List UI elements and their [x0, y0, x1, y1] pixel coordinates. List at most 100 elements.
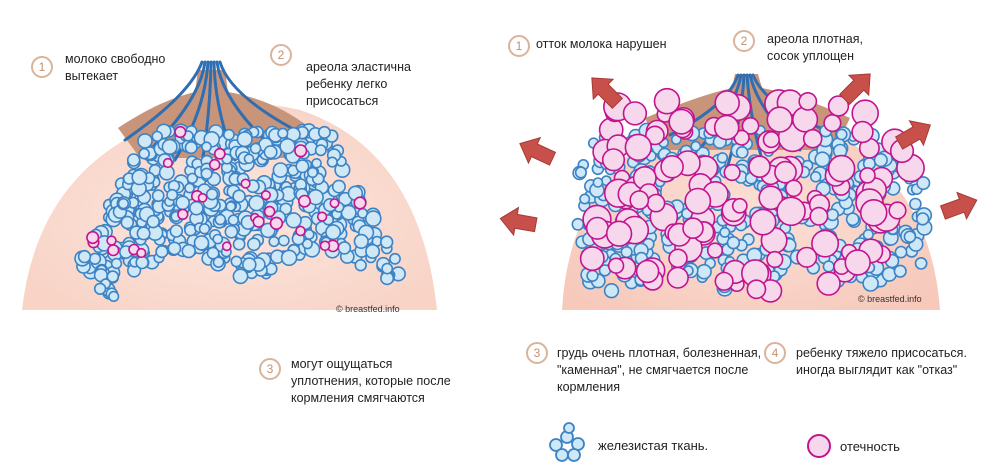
edema-alveolus: [713, 114, 740, 141]
gland-alveolus: [268, 236, 280, 248]
edema-alveolus: [607, 257, 625, 274]
gland-alveolus: [873, 153, 888, 168]
edema-alveolus: [629, 190, 650, 211]
legend-gland-label: железистая ткань.: [598, 438, 709, 453]
edema-alveolus: [605, 220, 633, 247]
right-edema-tissue: [579, 87, 925, 303]
gland-alveolus: [303, 228, 315, 240]
gland-alveolus: [246, 237, 261, 252]
gland-alveolus: [263, 145, 278, 160]
gland-alveolus: [184, 141, 198, 155]
legend-gland-icon: [549, 422, 585, 462]
gland-alveolus: [181, 243, 196, 259]
left-note-3-number: 3: [259, 358, 281, 380]
gland-alveolus: [120, 215, 135, 230]
arrow-right-mid: [894, 120, 931, 150]
gland-alveolus: [326, 156, 338, 168]
gland-alveolus: [186, 172, 199, 185]
gland-alveolus: [285, 212, 302, 229]
gland-alveolus: [206, 246, 220, 260]
edema-alveolus: [660, 155, 684, 179]
gland-alveolus: [169, 224, 184, 238]
edema-alveolus: [888, 201, 907, 220]
gland-alveolus: [166, 188, 179, 201]
edema-alveolus: [269, 216, 284, 231]
gland-alveolus: [136, 226, 151, 241]
edema-alveolus: [714, 90, 741, 116]
edema-alveolus: [762, 131, 780, 149]
arrow-left-mid: [519, 136, 557, 166]
gland-alveolus: [862, 275, 879, 292]
gland-alveolus: [295, 159, 310, 174]
edema-alveolus: [706, 242, 724, 259]
gland-alveolus: [279, 138, 296, 155]
gland-alveolus: [146, 214, 160, 229]
gland-alveolus: [914, 256, 928, 270]
edema-alveolus: [741, 117, 760, 135]
edema-alveolus: [796, 246, 818, 268]
gland-alveolus: [909, 197, 922, 211]
edema-alveolus: [776, 196, 806, 227]
gland-alveolus: [586, 269, 599, 282]
gland-alveolus: [151, 130, 163, 143]
edema-alveolus: [798, 92, 818, 111]
gland-alveolus: [571, 217, 585, 231]
edema-alveolus: [827, 154, 856, 183]
gland-alveolus: [189, 200, 204, 216]
gland-alveolus: [243, 153, 255, 165]
gland-alveolus: [826, 208, 839, 222]
gland-alveolus: [193, 235, 210, 251]
gland-alveolus: [236, 131, 253, 148]
gland-alveolus: [311, 158, 322, 169]
gland-alveolus: [126, 153, 141, 167]
gland-alveolus: [822, 260, 835, 273]
gland-alveolus: [224, 224, 239, 239]
edema-alveolus: [766, 250, 784, 269]
right-note-1-text: отток молока нарушен: [536, 37, 667, 51]
gland-alveolus: [325, 224, 342, 241]
gland-alveolus: [574, 166, 588, 179]
edema-alveolus: [174, 125, 187, 139]
arrow-right-low: [939, 191, 978, 220]
gland-alveolus: [916, 176, 931, 191]
right-note-1-number: 1: [508, 35, 530, 57]
edema-alveolus: [294, 144, 308, 158]
left-note-3-text: могут ощущаться уплотнения, которые посл…: [291, 357, 451, 405]
gland-alveolus: [277, 234, 290, 247]
edema-alveolus: [811, 229, 840, 258]
edema-alveolus: [297, 194, 311, 208]
gland-alveolus: [845, 212, 860, 227]
gland-alveolus: [201, 141, 212, 153]
gland-alveolus: [380, 235, 394, 249]
gland-alveolus: [280, 249, 298, 267]
gland-alveolus: [88, 252, 102, 265]
edema-alveolus: [746, 279, 767, 300]
gland-alveolus: [167, 241, 182, 256]
gland-alveolus: [735, 145, 749, 159]
gland-alveolus: [242, 257, 257, 272]
edema-alveolus: [107, 244, 120, 257]
gland-alveolus: [277, 127, 289, 139]
edema-alveolus: [823, 113, 842, 133]
edema-alveolus: [653, 87, 681, 115]
gland-alveolus: [161, 138, 178, 155]
gland-alveolus: [200, 167, 213, 180]
edema-alveolus: [353, 196, 367, 210]
edema-alveolus: [682, 217, 704, 239]
edema-alveolus: [208, 158, 221, 171]
gland-alveolus: [893, 264, 907, 278]
edema-alveolus: [748, 155, 771, 178]
gland-alveolus: [719, 226, 731, 238]
gland-alveolus: [364, 210, 382, 227]
gland-alveolus: [862, 229, 874, 241]
edema-alveolus: [252, 215, 265, 228]
gland-alveolus: [110, 257, 123, 270]
edema-alveolus: [666, 266, 689, 289]
gland-alveolus: [117, 197, 130, 210]
edema-alveolus: [162, 157, 173, 169]
edema-alveolus: [784, 179, 803, 198]
gland-alveolus: [381, 262, 394, 275]
gland-alveolus: [77, 249, 92, 264]
left-note-2-number: 2: [270, 44, 292, 66]
right-note-3-text: грудь очень плотная, болезненная, "камен…: [557, 346, 762, 394]
